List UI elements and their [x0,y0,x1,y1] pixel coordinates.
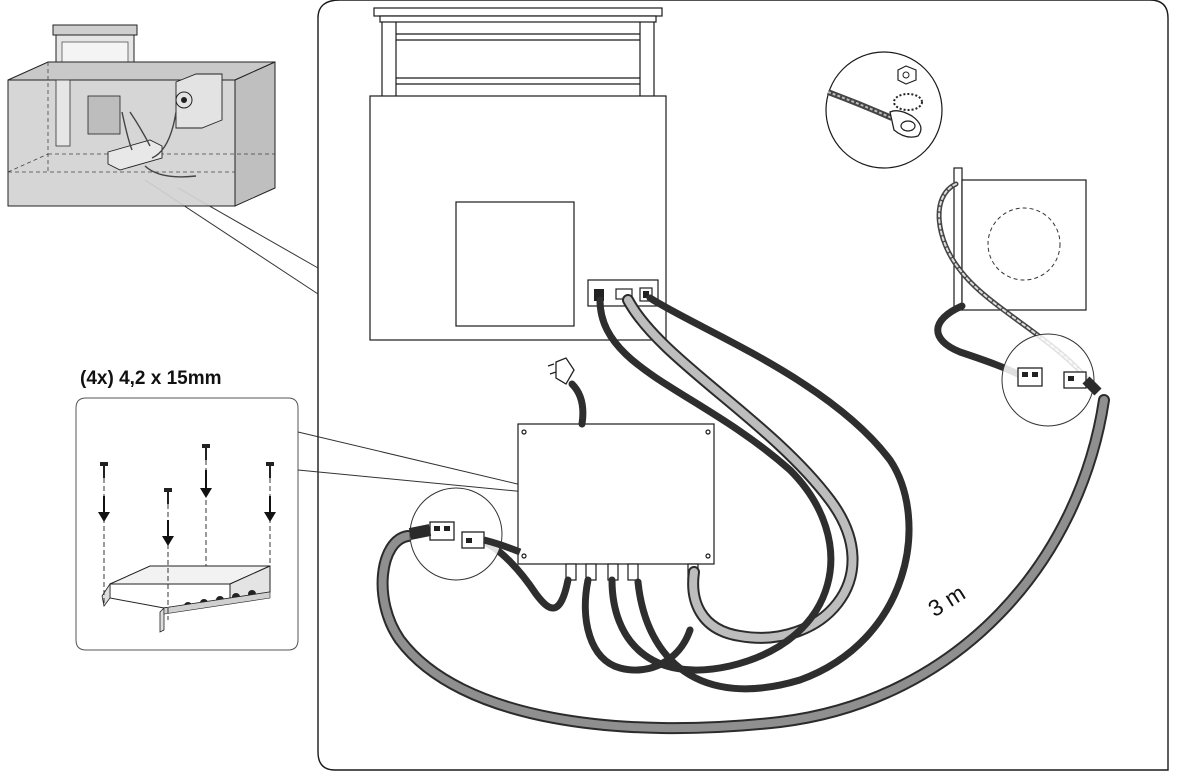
control-box [517,423,715,581]
screw-2 [162,488,174,620]
screw-detail-box [101,565,271,633]
right-connector-detail [1001,333,1102,427]
left-connector-detail [408,487,522,581]
power-plug [547,357,587,428]
screw-4 [264,462,276,592]
cable-box-loop [581,576,694,674]
cable-hood-dark-1 [596,296,835,674]
ground-detail [825,51,943,169]
screw-3 [200,444,212,566]
screw-1 [98,462,110,606]
motor-unit [953,167,1087,311]
cable-hood-dark-2 [634,294,913,693]
screw-spec-label: (4x) 4,2 x 15mm [80,368,222,389]
screw-detail-frame [75,397,299,651]
overview-cabinet [7,24,276,207]
cables [376,181,1110,735]
